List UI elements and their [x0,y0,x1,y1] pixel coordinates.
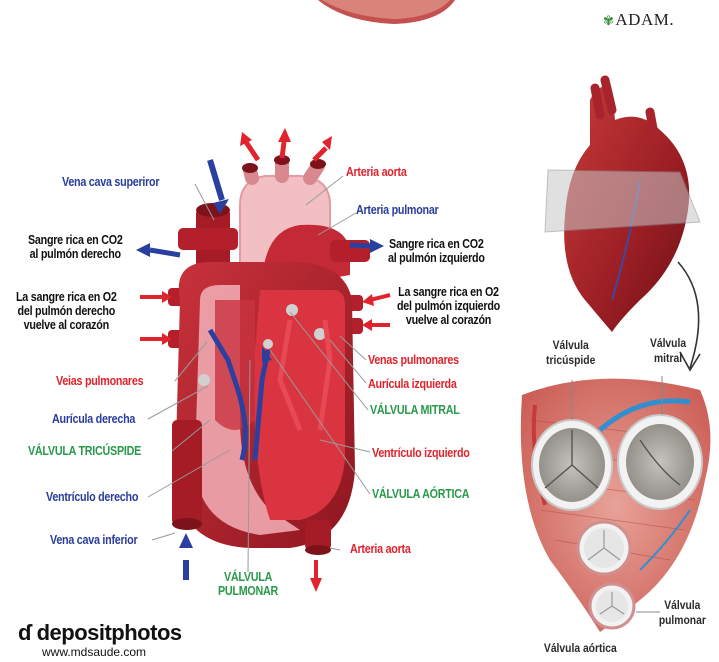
heart-photo [545,80,700,332]
label-valvula-mitral: VÁLVULA MITRAL [370,403,460,417]
label-venas-pulmonares-left: Veias pulmonares [56,374,143,388]
label-arteria-aorta-bottom: Arteria aorta [350,542,411,556]
label-vena-cava-superior: Vena cava superiror [62,175,159,189]
label-arteria-pulmonar: Arteria pulmonar [356,203,438,217]
rlabel-valvula-pulmonar: Válvula pulmonar [659,598,706,628]
adam-leaf-icon: ✾ [603,13,614,28]
label-valvula-aortica: VÁLVULA AÓRTICA [372,487,469,501]
adam-watermark: ✾ADAM. [603,10,674,30]
label-arteria-aorta-top: Arteria aorta [346,165,407,179]
label-valvula-tricuspide: VÁLVULA TRICÚSPIDE [28,444,141,458]
label-ventriculo-izquierdo: Ventrículo izquierdo [372,446,470,460]
valve-cross-section [521,376,711,632]
heart-illustration [168,155,370,555]
label-sangre-o2-derecho: La sangre rica en O2 del pulmón derecho … [16,290,117,332]
depositphotos-mark-icon: ɗ [18,620,31,645]
rlabel-valvula-mitral: Válvula mitral [650,336,686,366]
watermark-url: www.mdsaude.com [42,645,146,659]
label-ventriculo-derecho: Ventrículo derecho [46,490,138,504]
label-venas-pulmonares-right: Venas pulmonares [368,353,459,367]
label-sangre-co2-derecho: Sangre rica en CO2 al pulmón derecho [28,233,123,261]
label-vena-cava-inferior: Vena cava inferior [50,533,137,547]
top-fragment [318,0,455,24]
label-sangre-co2-izquierdo: Sangre rica en CO2 al pulmón izquierdo [388,237,485,265]
label-auricula-izquierda: Aurícula izquierda [368,377,457,391]
label-auricula-derecha: Aurícula derecha [52,412,135,426]
label-valvula-pulmonar: VÁLVULA PULMONAR [218,570,278,598]
rlabel-valvula-tricuspide: Válvula tricúspide [546,338,595,368]
rlabel-valvula-aortica: Válvula aórtica [544,641,617,656]
label-sangre-o2-izquierdo: La sangre rica en O2 del pulmón izquierd… [397,285,500,327]
depositphotos-logo: ɗ depositphotos [18,622,182,644]
